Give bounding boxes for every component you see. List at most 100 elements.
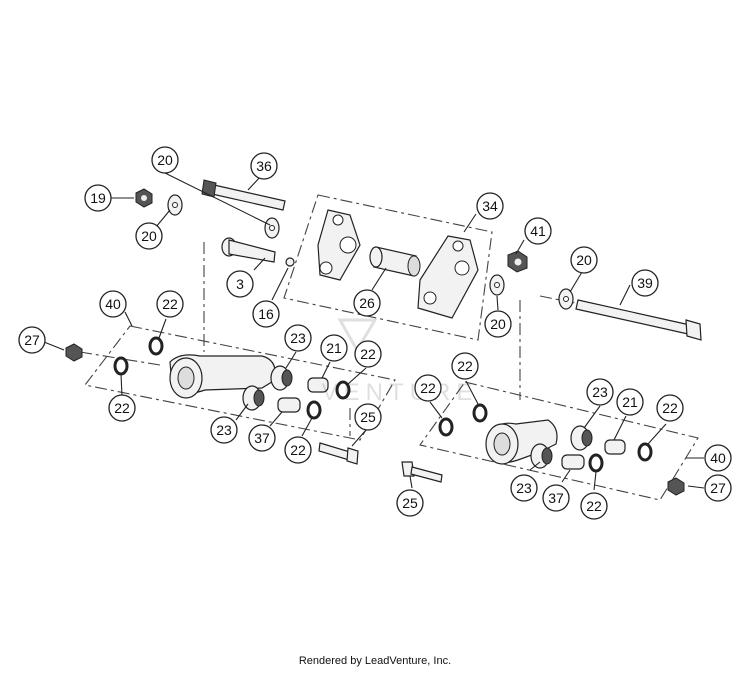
leader-lines (43, 172, 705, 491)
svg-text:22: 22 (420, 380, 436, 396)
nut-19 (135, 188, 153, 208)
svg-text:34: 34 (482, 198, 498, 214)
callout-22: 22 (414, 374, 442, 402)
spacer-37-left (277, 397, 301, 413)
spacer-37-right (561, 454, 585, 470)
svg-text:26: 26 (359, 295, 375, 311)
svg-text:25: 25 (360, 409, 376, 425)
callout-21: 21 (320, 334, 348, 362)
link-plate-left (317, 209, 361, 281)
watermark-logo: VENTURE (322, 318, 479, 406)
callout-19: 19 (84, 184, 112, 212)
bushing-23-right-top (570, 425, 593, 451)
svg-text:36: 36 (256, 158, 272, 174)
svg-text:22: 22 (290, 442, 306, 458)
callout-34: 34 (476, 192, 504, 220)
nut-27-left (65, 343, 83, 362)
spacer-21-right (604, 439, 626, 455)
callout-36: 36 (250, 152, 278, 180)
callout-41: 41 (524, 217, 552, 245)
callout-26: 26 (353, 289, 381, 317)
washer-22-right-bottom (588, 453, 604, 473)
callout-20: 20 (151, 146, 179, 174)
callout-23: 23 (284, 324, 312, 352)
washer-20-a (167, 194, 183, 216)
svg-text:25: 25 (402, 495, 418, 511)
callout-22: 22 (451, 352, 479, 380)
svg-text:23: 23 (516, 480, 532, 496)
callout-22: 22 (108, 394, 136, 422)
callout-3: 3 (226, 270, 254, 298)
bushing-23-right-bottom (530, 443, 553, 469)
callout-22: 22 (284, 436, 312, 464)
svg-text:22: 22 (457, 358, 473, 374)
washer-22-left-bottom (306, 400, 322, 420)
washer-22-left-right (335, 380, 351, 400)
svg-text:23: 23 (216, 422, 232, 438)
svg-text:22: 22 (662, 400, 678, 416)
bolt-39 (575, 299, 702, 341)
svg-text:16: 16 (258, 306, 274, 322)
callout-22: 22 (656, 394, 684, 422)
bolt-25-left (318, 442, 359, 465)
svg-text:37: 37 (548, 490, 564, 506)
washer-20-d (558, 288, 574, 310)
callout-40: 40 (704, 444, 732, 472)
washer-22-right-right (637, 442, 653, 462)
callout-37: 37 (542, 484, 570, 512)
svg-text:19: 19 (90, 190, 106, 206)
washer-20-c (489, 274, 505, 296)
svg-text:22: 22 (114, 400, 130, 416)
washer-20-b (264, 217, 280, 239)
svg-text:39: 39 (637, 275, 653, 291)
svg-text:27: 27 (710, 480, 726, 496)
svg-text:37: 37 (254, 430, 270, 446)
svg-text:22: 22 (586, 498, 602, 514)
callout-27: 27 (18, 326, 46, 354)
svg-text:22: 22 (162, 296, 178, 312)
callout-20: 20 (570, 246, 598, 274)
svg-text:21: 21 (326, 340, 342, 356)
svg-text:40: 40 (105, 296, 121, 312)
svg-text:41: 41 (530, 223, 546, 239)
svg-text:20: 20 (490, 316, 506, 332)
svg-text:20: 20 (576, 252, 592, 268)
bushing-23-left-top (270, 365, 293, 391)
washer-22-left-top (148, 336, 164, 356)
callout-40: 40 (99, 290, 127, 318)
callout-22: 22 (354, 340, 382, 368)
callout-39: 39 (631, 269, 659, 297)
svg-text:VENTURE: VENTURE (322, 379, 479, 406)
nut-41 (507, 250, 528, 273)
callout-27: 27 (704, 474, 732, 502)
washer-22-left-outer (113, 356, 129, 376)
bolt-36 (201, 179, 286, 211)
callout-23: 23 (586, 378, 614, 406)
callout-23: 23 (210, 416, 238, 444)
assembly-outline-upper (283, 194, 493, 341)
svg-text:22: 22 (360, 346, 376, 362)
bolt-3 (221, 237, 276, 263)
svg-text:40: 40 (710, 450, 726, 466)
callout-23: 23 (510, 474, 538, 502)
callout-25: 25 (396, 489, 424, 517)
pin-16 (285, 257, 295, 267)
assembly-outline-left (84, 325, 396, 441)
svg-text:20: 20 (141, 228, 157, 244)
svg-text:21: 21 (622, 394, 638, 410)
washer-22-right-top (472, 403, 488, 423)
callout-20: 20 (135, 222, 163, 250)
assembly-outline-right (419, 381, 699, 501)
svg-text:20: 20 (157, 152, 173, 168)
spacer-26 (369, 246, 421, 277)
callout-25: 25 (354, 403, 382, 431)
svg-text:3: 3 (236, 276, 244, 292)
connecting-link-right (485, 419, 558, 465)
connecting-link-left (169, 354, 277, 399)
nut-27-right (667, 477, 685, 496)
callout-22: 22 (156, 290, 184, 318)
svg-text:27: 27 (24, 332, 40, 348)
callout-37: 37 (248, 424, 276, 452)
washer-22-right-outer (438, 417, 454, 437)
